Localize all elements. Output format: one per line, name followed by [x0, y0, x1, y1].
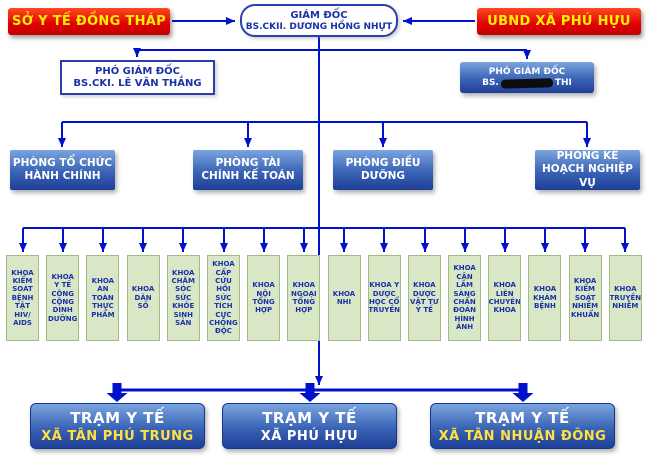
phong-box-dieu-duong: PHÒNG ĐIỀU DƯỠNG — [333, 150, 433, 190]
phong-box-to-chuc-hanh-chinh: PHÒNG TỔ CHỨC HÀNH CHÍNH — [10, 150, 115, 190]
deputy-right-name-prefix: BS. — [482, 78, 499, 88]
phong-label: PHÒNG TÀI CHÍNH KẾ TOÁN — [201, 156, 295, 182]
phong-box-tai-chinh-ke-toan: PHÒNG TÀI CHÍNH KẾ TOÁN — [193, 150, 303, 190]
phong-label: PHÒNG KẾ HOẠCH NGHIỆP VỤ — [542, 150, 633, 189]
deputy-left-name: BS.CKI. LÊ VĂN THẮNG — [73, 78, 202, 89]
deputy-right-title: PHÓ GIÁM ĐỐC — [488, 67, 566, 77]
deputy-right-name: BS. THI — [482, 77, 572, 89]
khoa-box-6: KHOA CẤP CỨU HỒI SỨC TÍCH CỰC CHỐNG ĐỘC — [206, 255, 240, 341]
tram-title: TRẠM Y TẾ — [475, 408, 570, 427]
thick-down-arrows — [106, 383, 534, 402]
khoa-box-9: KHOA NHI — [327, 255, 361, 341]
khoa-box-3: KHOA AN TOÀN THỰC PHẨM — [86, 255, 120, 341]
khoa-box-12: KHOA CẬN LÂM SÀNG CHẨN ĐOÁN HÌNH ẢNH — [448, 255, 482, 341]
director-name: BS.CKII. DƯƠNG HỒNG NHỰT — [245, 21, 393, 32]
tram-title: TRẠM Y TẾ — [262, 408, 357, 427]
khoa-box-13: KHOA LIÊN CHUYÊN KHOA — [488, 255, 522, 341]
tram-box-tan-phu-trung: TRẠM Y TẾ XÃ TÂN PHÚ TRUNG — [30, 403, 205, 449]
phong-box-ke-hoach-nghiep-vu: PHÒNG KẾ HOẠCH NGHIỆP VỤ — [535, 150, 640, 190]
khoa-row: KHOA KIỂM SOÁT BỆNH TẬT HIV/ AIDS KHOA Y… — [6, 255, 642, 341]
tram-subtitle: XÃ TÂN NHUẬN ĐÔNG — [438, 428, 607, 444]
authority-right-box: UBND XÃ PHÚ HỰU — [477, 8, 641, 35]
khoa-box-7: KHOA NỘI TỔNG HỢP — [247, 255, 281, 341]
khoa-box-5: KHOA CHĂM SÓC SỨC KHỎE SINH SẢN — [166, 255, 200, 341]
khoa-box-10: KHOA Y DƯỢC HỌC CỔ TRUYỀN — [367, 255, 401, 341]
khoa-box-2: KHOA Y TẾ CÔNG CỘNG DINH DƯỠNG — [46, 255, 80, 341]
redacted-name-scribble — [500, 77, 553, 89]
khoa-box-15: KHOA KIỂM SOÁT NHIỄM KHUẨN — [568, 255, 602, 341]
tram-title: TRẠM Y TẾ — [70, 408, 165, 427]
phong-label: PHÒNG TỔ CHỨC HÀNH CHÍNH — [12, 156, 113, 182]
khoa-box-8: KHOA NGOẠI TỔNG HỢP — [287, 255, 321, 341]
khoa-box-4: KHOA DÂN SỐ — [126, 255, 160, 341]
authority-left-box: SỞ Y TẾ ĐỒNG THÁP — [8, 8, 170, 35]
phong-label: PHÒNG ĐIỀU DƯỠNG — [345, 156, 421, 182]
khoa-box-11: KHOA DƯỢC VẬT TƯ Y TẾ — [407, 255, 441, 341]
authority-right-label: UBND XÃ PHÚ HỰU — [487, 14, 631, 29]
deputy-left-title: PHÓ GIÁM ĐỐC — [95, 66, 180, 77]
tram-box-tan-nhuan-dong: TRẠM Y TẾ XÃ TÂN NHUẬN ĐÔNG — [430, 403, 615, 449]
khoa-box-1: KHOA KIỂM SOÁT BỆNH TẬT HIV/ AIDS — [6, 255, 39, 341]
director-box: GIÁM ĐỐC BS.CKII. DƯƠNG HỒNG NHỰT — [240, 4, 398, 37]
khoa-box-14: KHOA KHÁM BỆNH — [528, 255, 562, 341]
director-title: GIÁM ĐỐC — [290, 9, 348, 21]
deputy-left-box: PHÓ GIÁM ĐỐC BS.CKI. LÊ VĂN THẮNG — [60, 60, 215, 95]
tram-box-phu-huu: TRẠM Y TẾ XÃ PHÚ HỰU — [222, 403, 397, 449]
tram-subtitle: XÃ PHÚ HỰU — [260, 428, 359, 444]
authority-left-label: SỞ Y TẾ ĐỒNG THÁP — [12, 14, 166, 29]
tram-subtitle: XÃ TÂN PHÚ TRUNG — [41, 428, 194, 444]
deputy-right-box: PHÓ GIÁM ĐỐC BS. THI — [460, 62, 594, 93]
khoa-box-16: KHOA TRUYỀN NHIỄM — [608, 255, 642, 341]
deputy-right-name-suffix: THI — [554, 78, 572, 88]
